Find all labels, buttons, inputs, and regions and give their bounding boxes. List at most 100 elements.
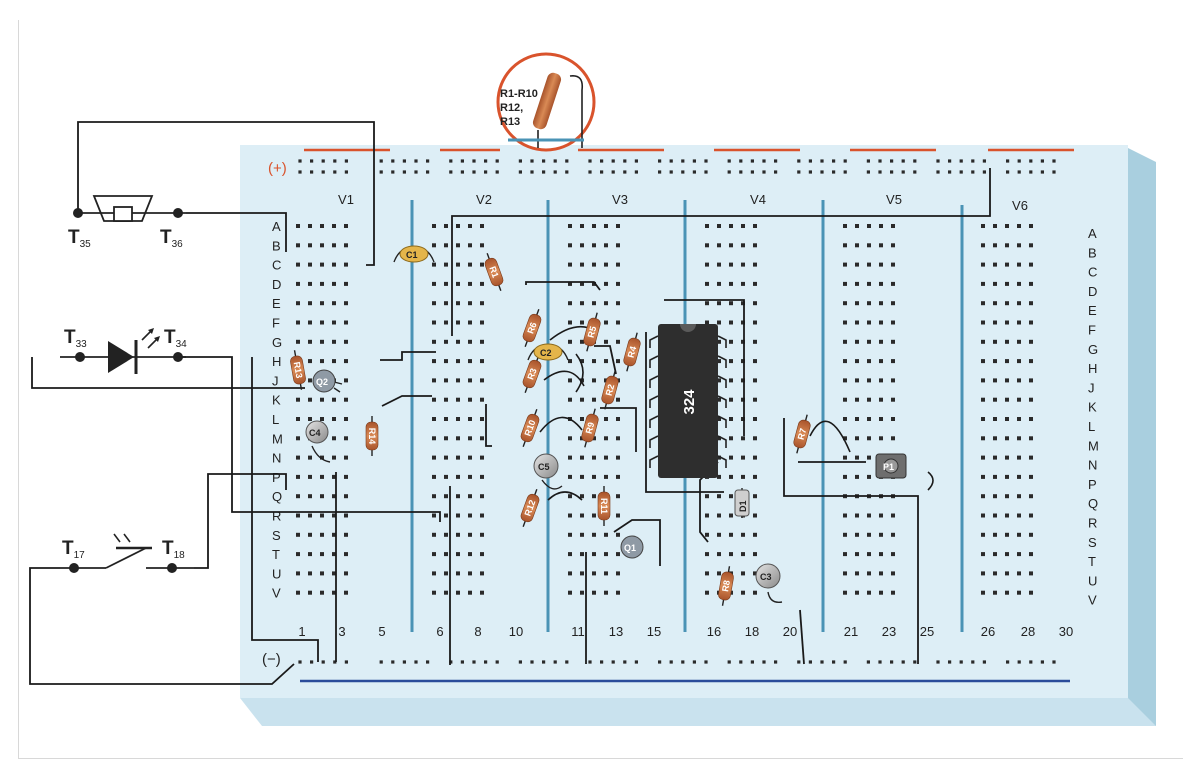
wire-t34-minus	[251, 357, 319, 662]
hole	[891, 224, 895, 228]
rail-hole-plus	[460, 159, 464, 163]
hole	[753, 359, 757, 364]
rail-hole-minus	[623, 660, 627, 664]
hole	[468, 262, 472, 267]
hole	[604, 359, 608, 364]
terminal-t18-dot[interactable]	[167, 563, 177, 573]
hole	[592, 494, 596, 499]
r3-label: R3	[525, 367, 538, 381]
rail-hole-minus	[1052, 660, 1056, 664]
rail-hole-plus	[762, 170, 766, 174]
hole	[1005, 301, 1009, 306]
capacitor-c4: C4	[305, 420, 331, 463]
row-label-left: F	[272, 316, 280, 331]
r7-label: R7	[796, 427, 809, 441]
hole	[480, 339, 484, 344]
hole	[867, 243, 871, 248]
hole	[308, 590, 312, 595]
rail-hole-plus	[391, 170, 395, 174]
hole	[568, 532, 572, 537]
hole	[741, 532, 745, 537]
hole	[879, 552, 883, 557]
rail-hole-minus	[692, 660, 696, 664]
hole	[1029, 359, 1033, 364]
hole	[480, 224, 484, 228]
hole	[843, 339, 847, 344]
rail-hole-plus	[808, 170, 812, 174]
hole	[843, 281, 847, 286]
resistor-r6: R6	[522, 308, 542, 348]
hole	[456, 397, 460, 402]
hole	[855, 436, 859, 441]
ic-pin-left	[649, 355, 659, 368]
hole	[717, 474, 721, 479]
wire-led-left	[31, 357, 305, 389]
terminal-t35-dot[interactable]	[73, 208, 83, 218]
row-label-right: N	[1088, 458, 1097, 473]
rail-hole-minus	[669, 660, 673, 664]
hole	[444, 474, 448, 479]
hole	[308, 455, 312, 460]
rail-hole-plus	[1006, 159, 1010, 163]
hole	[729, 436, 733, 441]
hole	[444, 243, 448, 248]
hole	[981, 552, 985, 557]
column-label: 15	[647, 624, 661, 639]
q1-label: Q1	[624, 543, 636, 553]
terminal-t17-dot[interactable]	[69, 563, 79, 573]
hole	[1029, 378, 1033, 383]
hole	[468, 320, 472, 325]
rail-hole-plus	[472, 170, 476, 174]
hole	[879, 590, 883, 595]
hole	[867, 281, 871, 286]
hole	[592, 243, 596, 248]
hole	[1029, 301, 1033, 306]
hole	[867, 436, 871, 441]
rail-hole-plus	[391, 159, 395, 163]
column-label: 18	[745, 624, 759, 639]
hole	[717, 224, 721, 228]
hole	[444, 455, 448, 460]
hole	[1029, 320, 1033, 325]
hole	[729, 281, 733, 286]
hole	[867, 513, 871, 518]
hole	[867, 359, 871, 364]
r13-label: R13	[292, 361, 305, 379]
hole	[568, 590, 572, 595]
ic-pin-right	[717, 395, 727, 408]
r5-label: R5	[586, 325, 599, 339]
hole	[332, 494, 336, 499]
rail-hole-minus	[1017, 660, 1021, 664]
rail-hole-plus	[890, 170, 894, 174]
hole	[981, 301, 985, 306]
hole	[1017, 359, 1021, 364]
hole	[580, 281, 584, 286]
ic-pin-left	[649, 435, 659, 448]
hole	[981, 590, 985, 595]
rail-hole-minus	[971, 660, 975, 664]
hole	[1029, 436, 1033, 441]
hole	[432, 474, 436, 479]
rail-hole-plus	[1029, 159, 1033, 163]
terminal-t33-dot[interactable]	[75, 352, 85, 362]
terminal-t34-dot[interactable]	[173, 352, 183, 362]
column-label: 20	[783, 624, 797, 639]
hole	[753, 378, 757, 383]
terminal-t36-dot[interactable]	[173, 208, 183, 218]
hole	[604, 590, 608, 595]
hole	[993, 455, 997, 460]
hole	[296, 571, 300, 576]
hole	[741, 455, 745, 460]
rail-hole-plus	[333, 170, 337, 174]
hole	[705, 281, 709, 286]
hole	[296, 513, 300, 518]
hole	[717, 301, 721, 306]
hole	[741, 339, 745, 344]
resistor-r8: R8	[718, 566, 734, 606]
hole	[843, 359, 847, 364]
hole	[308, 513, 312, 518]
hole	[480, 455, 484, 460]
wire-chip-down	[645, 332, 724, 493]
rail-hole-plus	[344, 170, 348, 174]
wire-col13-arc	[600, 407, 637, 452]
